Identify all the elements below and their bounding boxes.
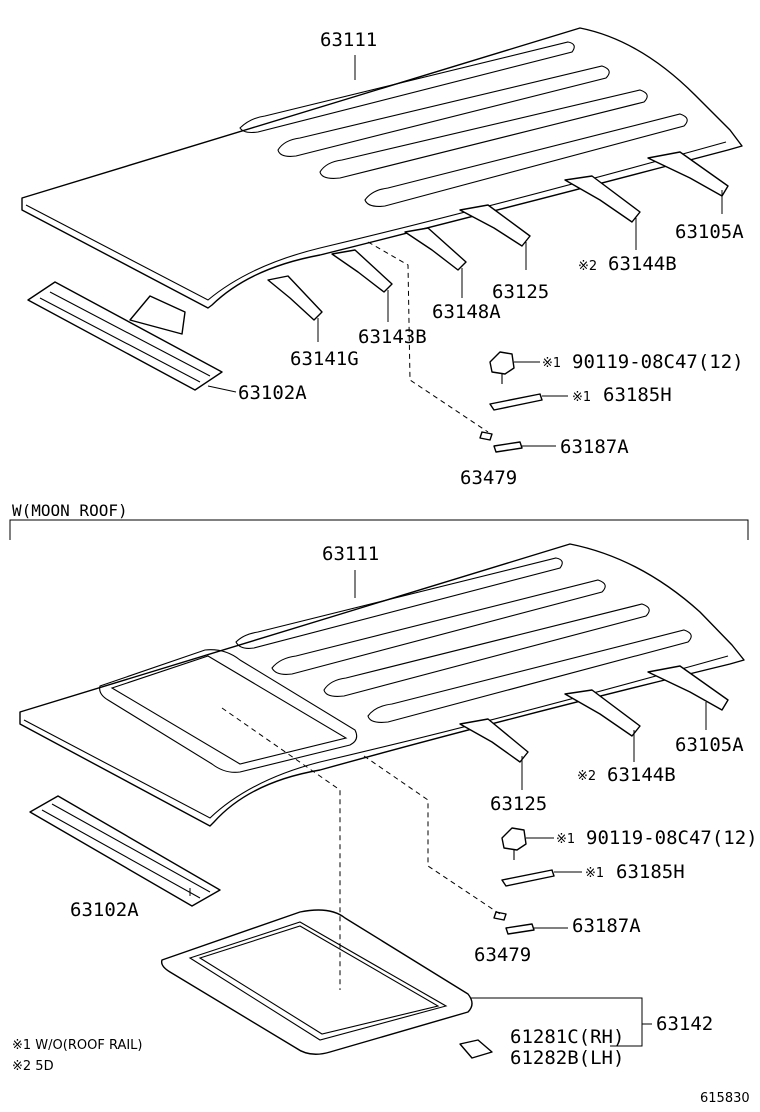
label-bolt-top: 90119-08C47(12): [572, 351, 744, 373]
mark-2-moonroof: ※2: [577, 769, 596, 784]
roof-bows-moonroof: [459, 665, 729, 763]
moon-roof-heading: W(MOON ROOF): [12, 501, 128, 520]
sunroof-reinforcement: [160, 909, 493, 1059]
front-header-moonroof: [29, 795, 221, 907]
label-63185h-moonroof: 63185H: [616, 861, 685, 883]
label-63144b-moonroof: 63144B: [607, 764, 676, 786]
label-61282b: 61282B(LH): [510, 1047, 624, 1069]
note-2: ※2 5D: [12, 1059, 54, 1074]
mark-1-bracket-top: ※1: [572, 390, 591, 405]
label-63479-top: 63479: [460, 467, 517, 489]
note-1: ※1 W/O(ROOF RAIL): [12, 1038, 143, 1053]
diagram-id: 615830: [700, 1091, 750, 1106]
labels-moonroof: 63111 63105A ※2 63144B 63125 63102A ※1 9…: [70, 543, 758, 1069]
label-63187a-top: 63187A: [560, 436, 629, 458]
label-63125-top: 63125: [492, 281, 549, 303]
label-63479-moonroof: 63479: [474, 944, 531, 966]
label-63102a-top: 63102A: [238, 382, 307, 404]
fasteners-top: [479, 351, 543, 453]
label-63105a-moonroof: 63105A: [675, 734, 744, 756]
label-63143b: 63143B: [358, 326, 427, 348]
roof-panel-moonroof: [19, 543, 745, 827]
label-63111-top: 63111: [320, 29, 377, 51]
mark-1-bolt-moonroof: ※1: [556, 832, 575, 847]
label-63102a-moonroof: 63102A: [70, 899, 139, 921]
roof-bows-top: [267, 151, 729, 321]
footnotes: ※1 W/O(ROOF RAIL) ※2 5D: [12, 1038, 143, 1074]
mark-1-bracket-moonroof: ※1: [585, 866, 604, 881]
fasteners-moonroof: [493, 827, 555, 935]
label-63144b-top: 63144B: [608, 253, 677, 275]
label-63187a-moonroof: 63187A: [572, 915, 641, 937]
label-63142: 63142: [656, 1013, 713, 1035]
label-63125-moonroof: 63125: [490, 793, 547, 815]
label-63148a: 63148A: [432, 301, 501, 323]
label-63185h-top: 63185H: [603, 384, 672, 406]
label-63105a-top: 63105A: [675, 221, 744, 243]
label-63111-moonroof: 63111: [322, 543, 379, 565]
labels-top: 63111 63105A ※2 63144B 63125 63148A 6314…: [238, 29, 744, 489]
label-63141g: 63141G: [290, 348, 359, 370]
leaders-moonroof: [189, 570, 707, 1047]
moon-roof-bracket: [9, 519, 749, 540]
front-header-top: [27, 281, 223, 391]
label-61281c: 61281C(RH): [510, 1026, 624, 1048]
roof-panel-top: [21, 27, 743, 309]
label-bolt-moonroof: 90119-08C47(12): [586, 827, 758, 849]
mark-2-top: ※2: [578, 259, 597, 274]
leaders-top: [207, 55, 723, 447]
mark-1-bolt-top: ※1: [542, 356, 561, 371]
